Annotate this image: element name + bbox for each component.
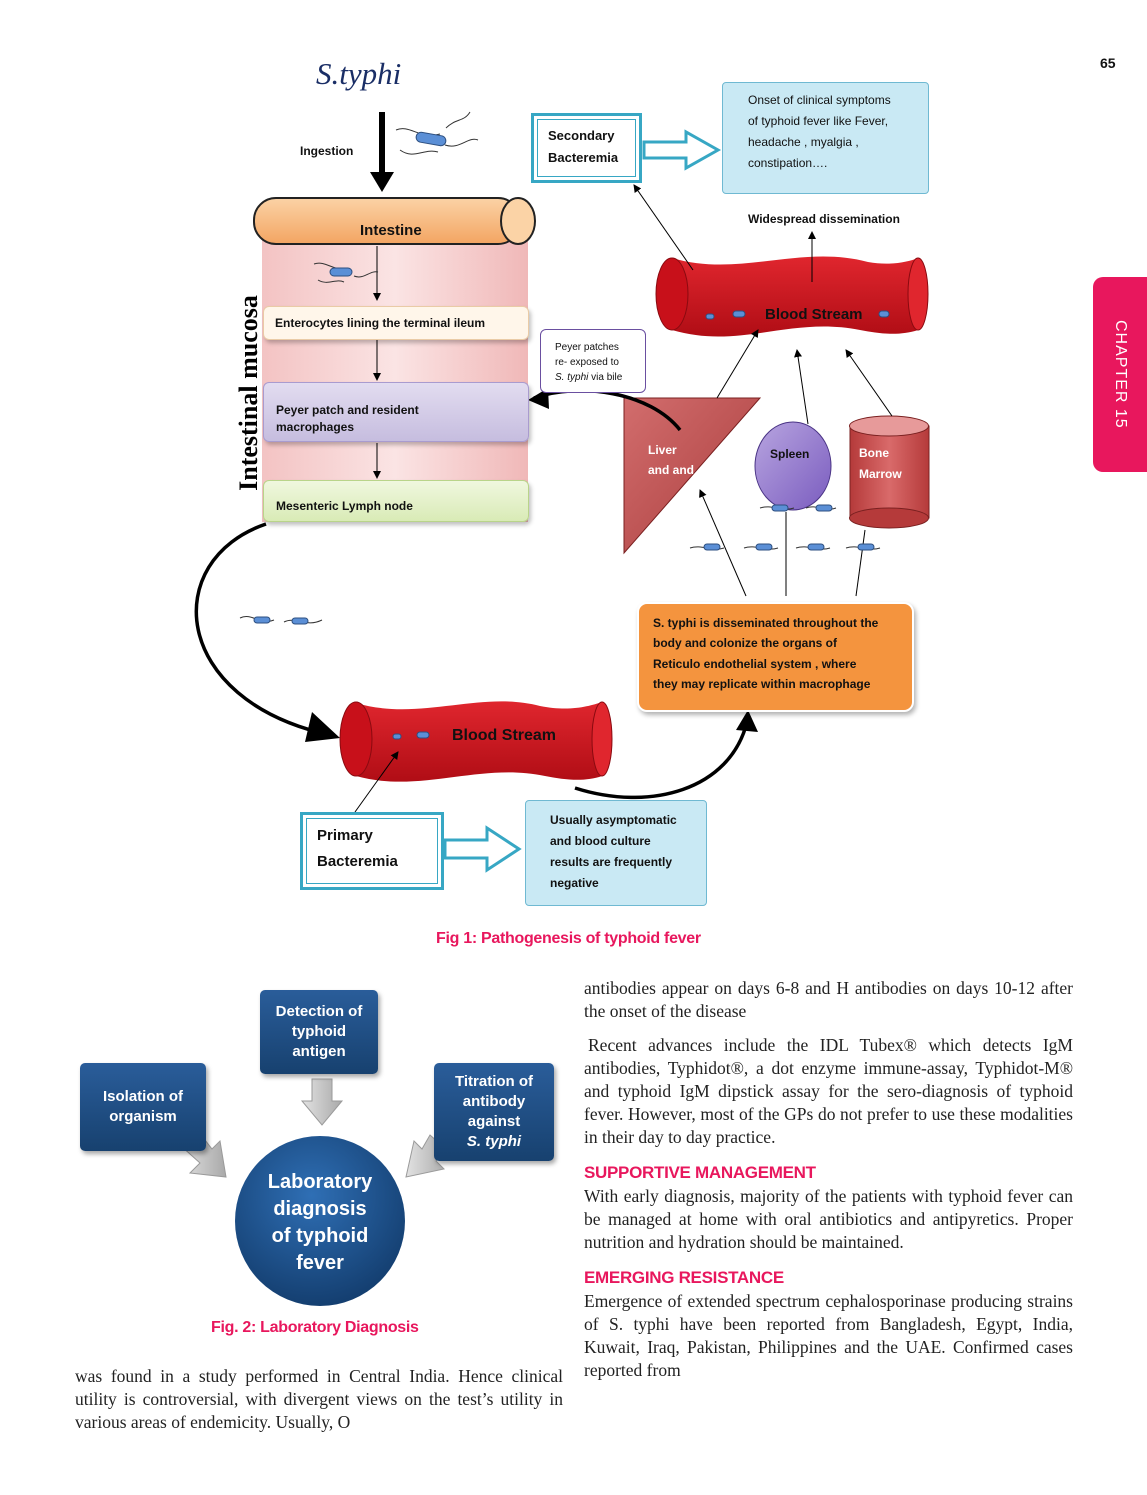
right-paragraph-2: Recent advances include the IDL Tubex® w… xyxy=(584,1035,1073,1147)
resistance-paragraph: Emergence of extended spectrum cephalosp… xyxy=(584,1291,1073,1380)
intestine-label: Intestine xyxy=(360,222,422,239)
peyer-note-line-2: re- exposed to xyxy=(555,357,619,368)
onset-line-1: Onset of clinical symptoms xyxy=(748,93,891,107)
liver-label-2: and and xyxy=(648,463,695,477)
bone-marrow-label-2: Marrow xyxy=(859,467,902,481)
titration-line-1: Titration of xyxy=(454,1073,534,1090)
asymptomatic-line-4: negative xyxy=(550,876,599,890)
widespread-dissemination-label: Widespread dissemination xyxy=(748,212,900,226)
asymptomatic-note: Usually asymptomatic and blood culture r… xyxy=(525,800,707,906)
layer-lymph-node: Mesenteric Lymph node xyxy=(263,480,529,522)
intestinal-mucosa-label: Intestinal mucosa xyxy=(234,266,264,520)
intestinal-mucosa-text: Intestinal mucosa xyxy=(234,295,263,491)
dissemination-line-4: they may replicate within macrophage xyxy=(653,677,871,691)
detection-line-2: typhoid xyxy=(291,1023,347,1040)
peyer-note-line-3: S. typhi via bile xyxy=(555,370,622,385)
blood-stream-bottom-label: Blood Stream xyxy=(452,727,557,744)
layer-peyer-patch: Peyer patch and resident macrophages xyxy=(263,382,529,442)
asymptomatic-line-2: and blood culture xyxy=(550,834,651,848)
detection-line-3: antigen xyxy=(292,1043,346,1060)
peyer-note-line-1: Peyer patches xyxy=(555,342,619,353)
heading-supportive-management: SUPPORTIVE MANAGEMENT xyxy=(584,1163,816,1182)
center-line-1: Laboratory xyxy=(267,1171,373,1193)
figure-1-title: S.typhi xyxy=(316,56,402,91)
isolation-line-1: Isolation of xyxy=(103,1088,183,1105)
figure-1-caption: Fig 1: Pathogenesis of typhoid fever xyxy=(436,930,701,947)
left-column-paragraph: was found in a study performed in Centra… xyxy=(75,1366,563,1432)
detection-line-1: Detection of xyxy=(275,1003,363,1020)
heading-emerging-resistance: EMERGING RESISTANCE xyxy=(584,1268,784,1287)
dissemination-line-1: S. typhi is disseminated throughout the xyxy=(653,616,879,630)
dissemination-line-3: Reticulo endothelial system , where xyxy=(653,657,857,671)
secondary-bacteremia-line-1: Secondary xyxy=(548,128,615,143)
isolation-line-2: organism xyxy=(109,1108,177,1125)
liver-label-1: Liver xyxy=(648,443,677,457)
layer-peyer-line-1: Peyer patch and resident xyxy=(276,403,419,417)
layer-enterocytes: Enterocytes lining the terminal ileum xyxy=(263,306,529,340)
figure-1: S.typhi Ingestion Intestine Intestinal m… xyxy=(194,56,930,947)
ingestion-label: Ingestion xyxy=(300,144,354,158)
secondary-bacteremia-line-2: Bacteremia xyxy=(548,150,619,165)
titration-antibody-box: Titration of antibody against S. typhi xyxy=(434,1063,554,1161)
layer-enterocytes-label: Enterocytes lining the terminal ileum xyxy=(275,316,486,330)
supportive-paragraph: With early diagnosis, majority of the pa… xyxy=(584,1186,1073,1252)
primary-bacteremia-box: Primary Bacteremia xyxy=(300,812,444,890)
onset-line-2: of typhoid fever like Fever, xyxy=(748,114,889,128)
secondary-bacteremia-box: Secondary Bacteremia xyxy=(531,113,642,183)
peyer-note: Peyer patches re- exposed to S. typhi vi… xyxy=(540,329,646,393)
dissemination-line-2: body and colonize the organs of xyxy=(653,636,838,650)
titration-line-2: antibody xyxy=(462,1093,526,1110)
onset-line-4: constipation…. xyxy=(748,156,828,170)
blood-stream-top-label: Blood Stream xyxy=(765,306,863,323)
figure-2: Detection of typhoid antigen Isolation o… xyxy=(70,985,570,1345)
peyer-note-species: S. typhi xyxy=(555,372,589,383)
center-line-4: fever xyxy=(296,1252,344,1274)
titration-line-3: against xyxy=(467,1113,521,1130)
dissemination-box: S. typhi is disseminated throughout the … xyxy=(637,602,914,712)
titration-line-4: S. typhi xyxy=(466,1133,522,1150)
page-number: 65 xyxy=(1100,55,1116,71)
bone-marrow-label-1: Bone xyxy=(859,446,889,460)
center-line-3: of typhoid xyxy=(271,1225,369,1247)
figure-1-graphics xyxy=(194,111,930,873)
onset-line-3: headache , myalgia , xyxy=(748,135,859,149)
figure-2-caption: Fig. 2: Laboratory Diagnosis xyxy=(211,1319,419,1336)
primary-bacteremia-line-1: Primary xyxy=(317,827,373,844)
right-column: antibodies appear on days 6-8 and H anti… xyxy=(584,977,1073,1382)
asymptomatic-line-1: Usually asymptomatic xyxy=(550,813,677,827)
onset-symptoms-note: Onset of clinical symptoms of typhoid fe… xyxy=(722,82,929,194)
chapter-tab-label: CHAPTER 15 xyxy=(1112,320,1129,429)
right-paragraph-1: antibodies appear on days 6-8 and H anti… xyxy=(584,978,1073,1021)
detection-antigen-box: Detection of typhoid antigen xyxy=(260,990,378,1074)
peyer-note-tail: via bile xyxy=(591,372,623,383)
layer-peyer-line-2: macrophages xyxy=(276,420,355,434)
chapter-tab: CHAPTER 15 xyxy=(1093,277,1147,472)
primary-bacteremia-line-2: Bacteremia xyxy=(317,853,398,870)
spleen-label: Spleen xyxy=(770,447,810,461)
lab-diagnosis-center: Laboratory diagnosis of typhoid fever xyxy=(235,1163,405,1283)
center-line-2: diagnosis xyxy=(273,1198,367,1220)
asymptomatic-line-3: results are frequently xyxy=(550,855,673,869)
layer-lymph-label: Mesenteric Lymph node xyxy=(276,499,413,513)
isolation-organism-box: Isolation of organism xyxy=(80,1063,206,1151)
